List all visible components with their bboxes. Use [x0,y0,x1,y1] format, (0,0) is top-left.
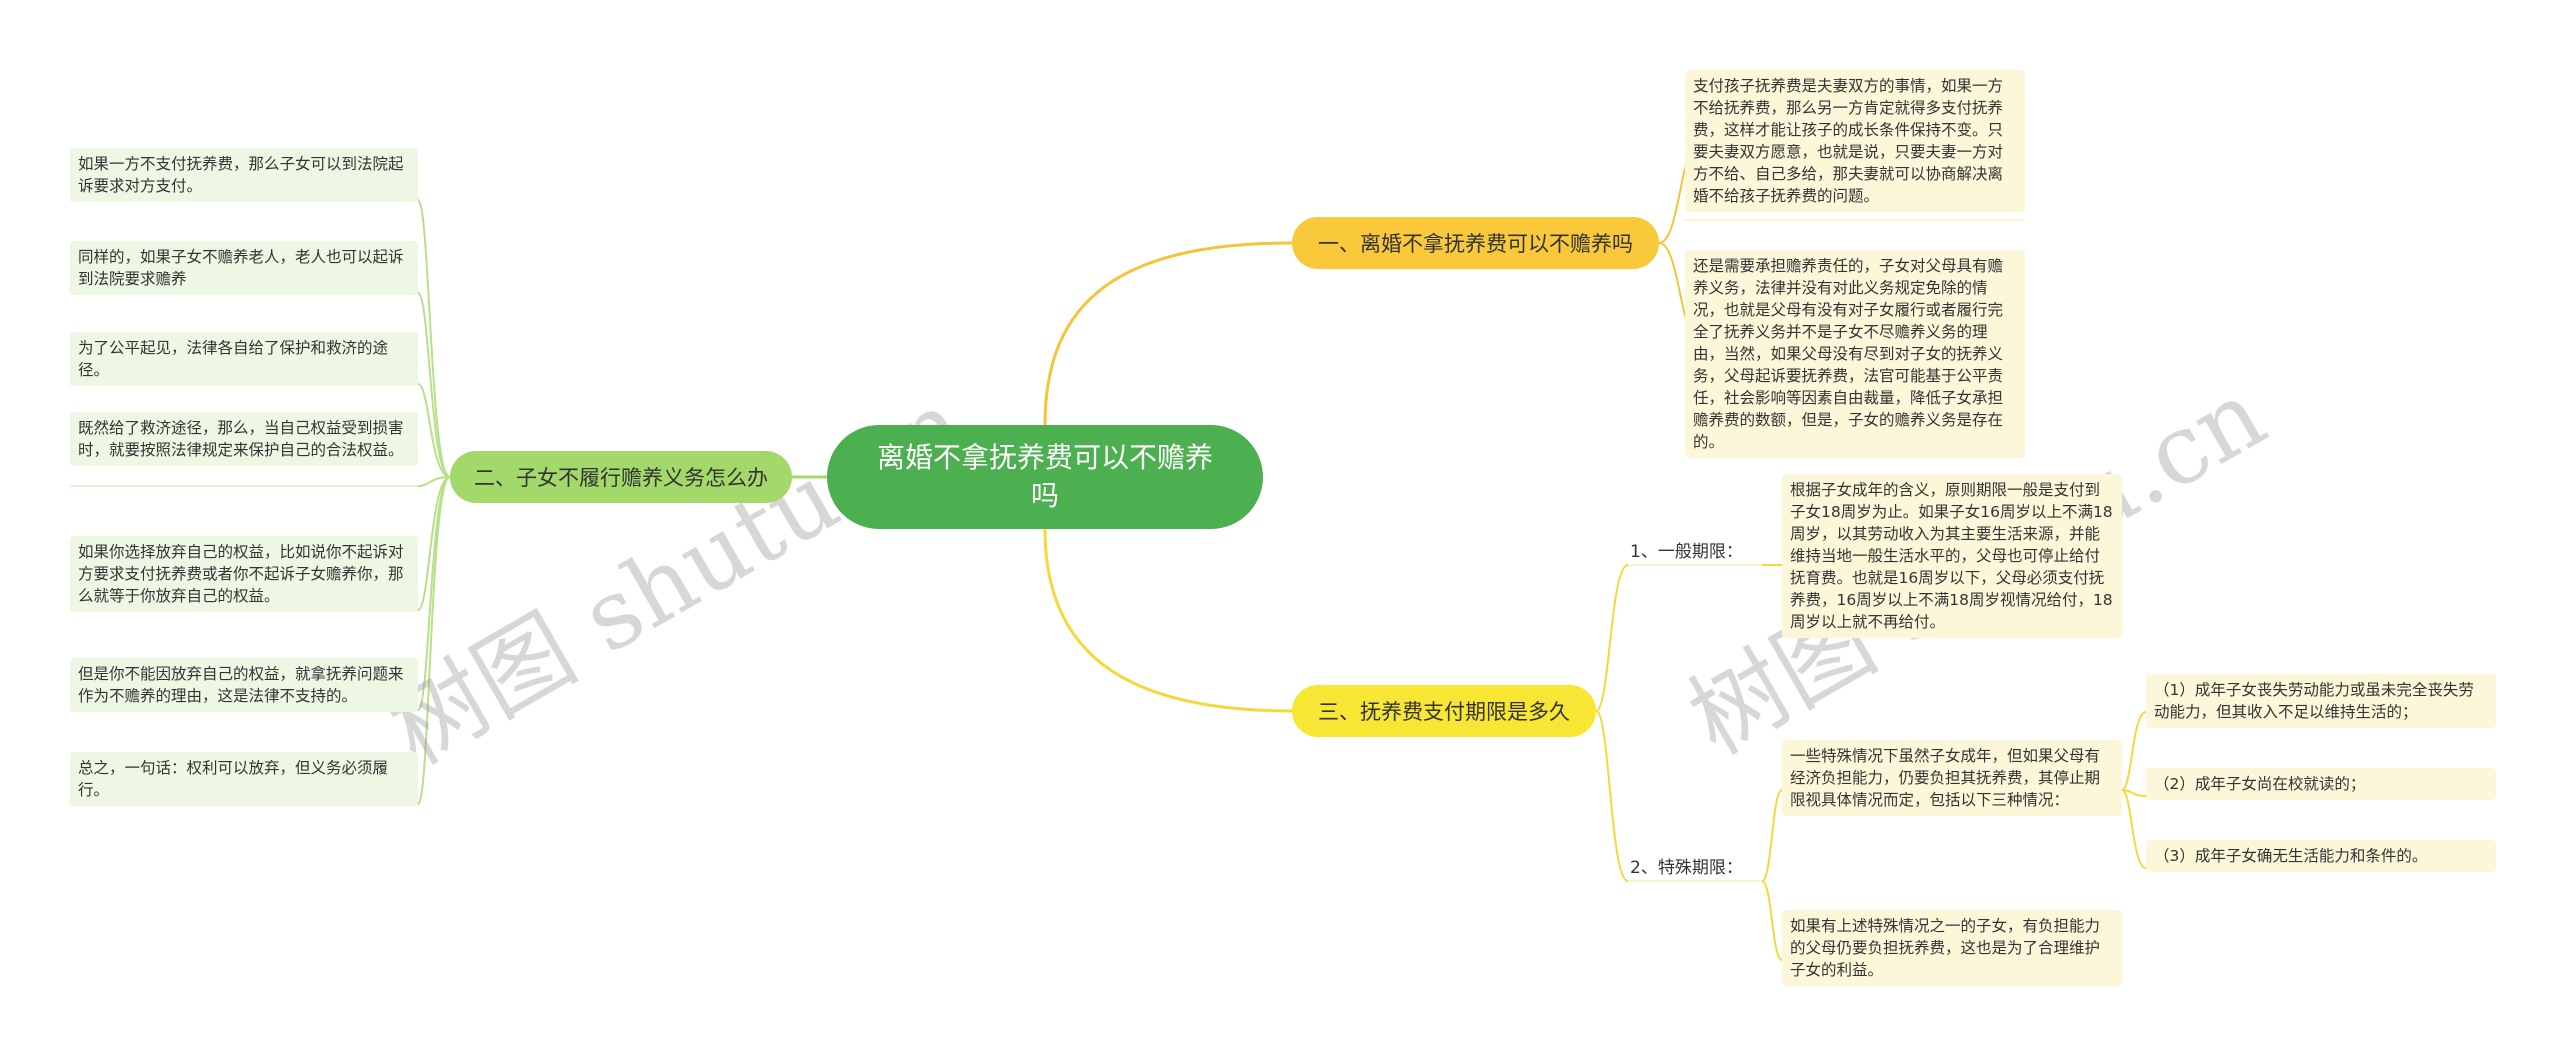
branch-3-case-3[interactable]: （3）成年子女确无生活能力和条件的。 [2146,840,2496,872]
link-b2-leaf7 [417,476,451,805]
link-b2-leaf4 [417,476,451,487]
branch-3-sub-2-leaf-2[interactable]: 如果有上述特殊情况之一的子女，有负担能力的父母仍要负担抚养费，这也是为了合理维护… [1782,910,2122,986]
root-topic[interactable]: 离婚不拿抚养费可以不赡养吗 [827,425,1263,529]
branch-2-leaf-6[interactable]: 但是你不能因放弃自己的权益，就拿抚养问题来作为不赡养的理由，这是法律不支持的。 [70,658,418,712]
link-sub2-leaf2 [1761,880,1783,961]
branch-1-leaf-2[interactable]: 还是需要承担赡养责任的，子女对父母具有赡养义务，法律并没有对此义务规定免除的情况… [1685,250,2025,458]
link-b3-sub2 [1595,710,1629,882]
branch-3[interactable]: 三、抚养费支付期限是多久 [1292,685,1596,737]
branch-1[interactable]: 一、离婚不拿抚养费可以不赡养吗 [1292,217,1659,269]
branch-2-leaf-4[interactable]: 既然给了救济途径，那么，当自己权益受到损害时，就要按照法律规定来保护自己的合法权… [70,412,418,466]
branch-2-leaf-2[interactable]: 同样的，如果子女不赡养老人，老人也可以起诉到法院要求赡养 [70,241,418,295]
branch-2[interactable]: 二、子女不履行赡养义务怎么办 [450,451,792,503]
link-sub2-leaf [1761,789,1783,882]
branch-2-leaf-7[interactable]: 总之，一句话：权利可以放弃，但义务必须履行。 [70,752,418,806]
branch-2-leaf-3[interactable]: 为了公平起见，法律各自给了保护和救济的途径。 [70,332,418,386]
branch-2-leaf-1[interactable]: 如果一方不支付抚养费，那么子女可以到法院起诉要求对方支付。 [70,148,418,202]
branch-3-sub-1-leaf[interactable]: 根据子女成年的含义，原则期限一般是支付到子女18周岁为止。如果子女16周岁以上不… [1782,474,2122,638]
branch-2-leaf-5[interactable]: 如果你选择放弃自己的权益，比如说你不起诉对方要求支付抚养费或者你不起诉子女赡养你… [70,536,418,612]
link-root-b1 [1043,241,1293,426]
branch-1-leaf-1[interactable]: 支付孩子抚养费是夫妻双方的事情，如果一方不给抚养费，那么另一方肯定就得多支付抚养… [1685,70,2025,212]
branch-3-sub-1[interactable]: 1、一般期限： [1630,542,1743,562]
branch-3-case-2[interactable]: （2）成年子女尚在校就读的； [2146,768,2496,800]
branch-3-sub-2[interactable]: 2、特殊期限： [1630,858,1743,878]
link-b2-leaf6 [417,476,451,711]
link-b2-leaf1 [417,199,451,478]
branch-3-case-1[interactable]: （1）成年子女丧失劳动能力或虽未完全丧失劳动能力，但其收入不足以维持生活的； [2146,674,2496,728]
link-b2-leaf2 [417,292,451,478]
branch-3-sub-2-leaf[interactable]: 一些特殊情况下虽然子女成年，但如果父母有经济负担能力，仍要负担其抚养费，其停止期… [1782,740,2122,816]
link-leaf-case3 [2121,789,2147,869]
link-b2-leaf3 [417,383,451,478]
link-root-b3 [1043,528,1293,713]
link-b3-sub1 [1595,564,1629,712]
link-b2-leaf5 [417,476,451,611]
link-leaf-case1 [2121,711,2147,791]
